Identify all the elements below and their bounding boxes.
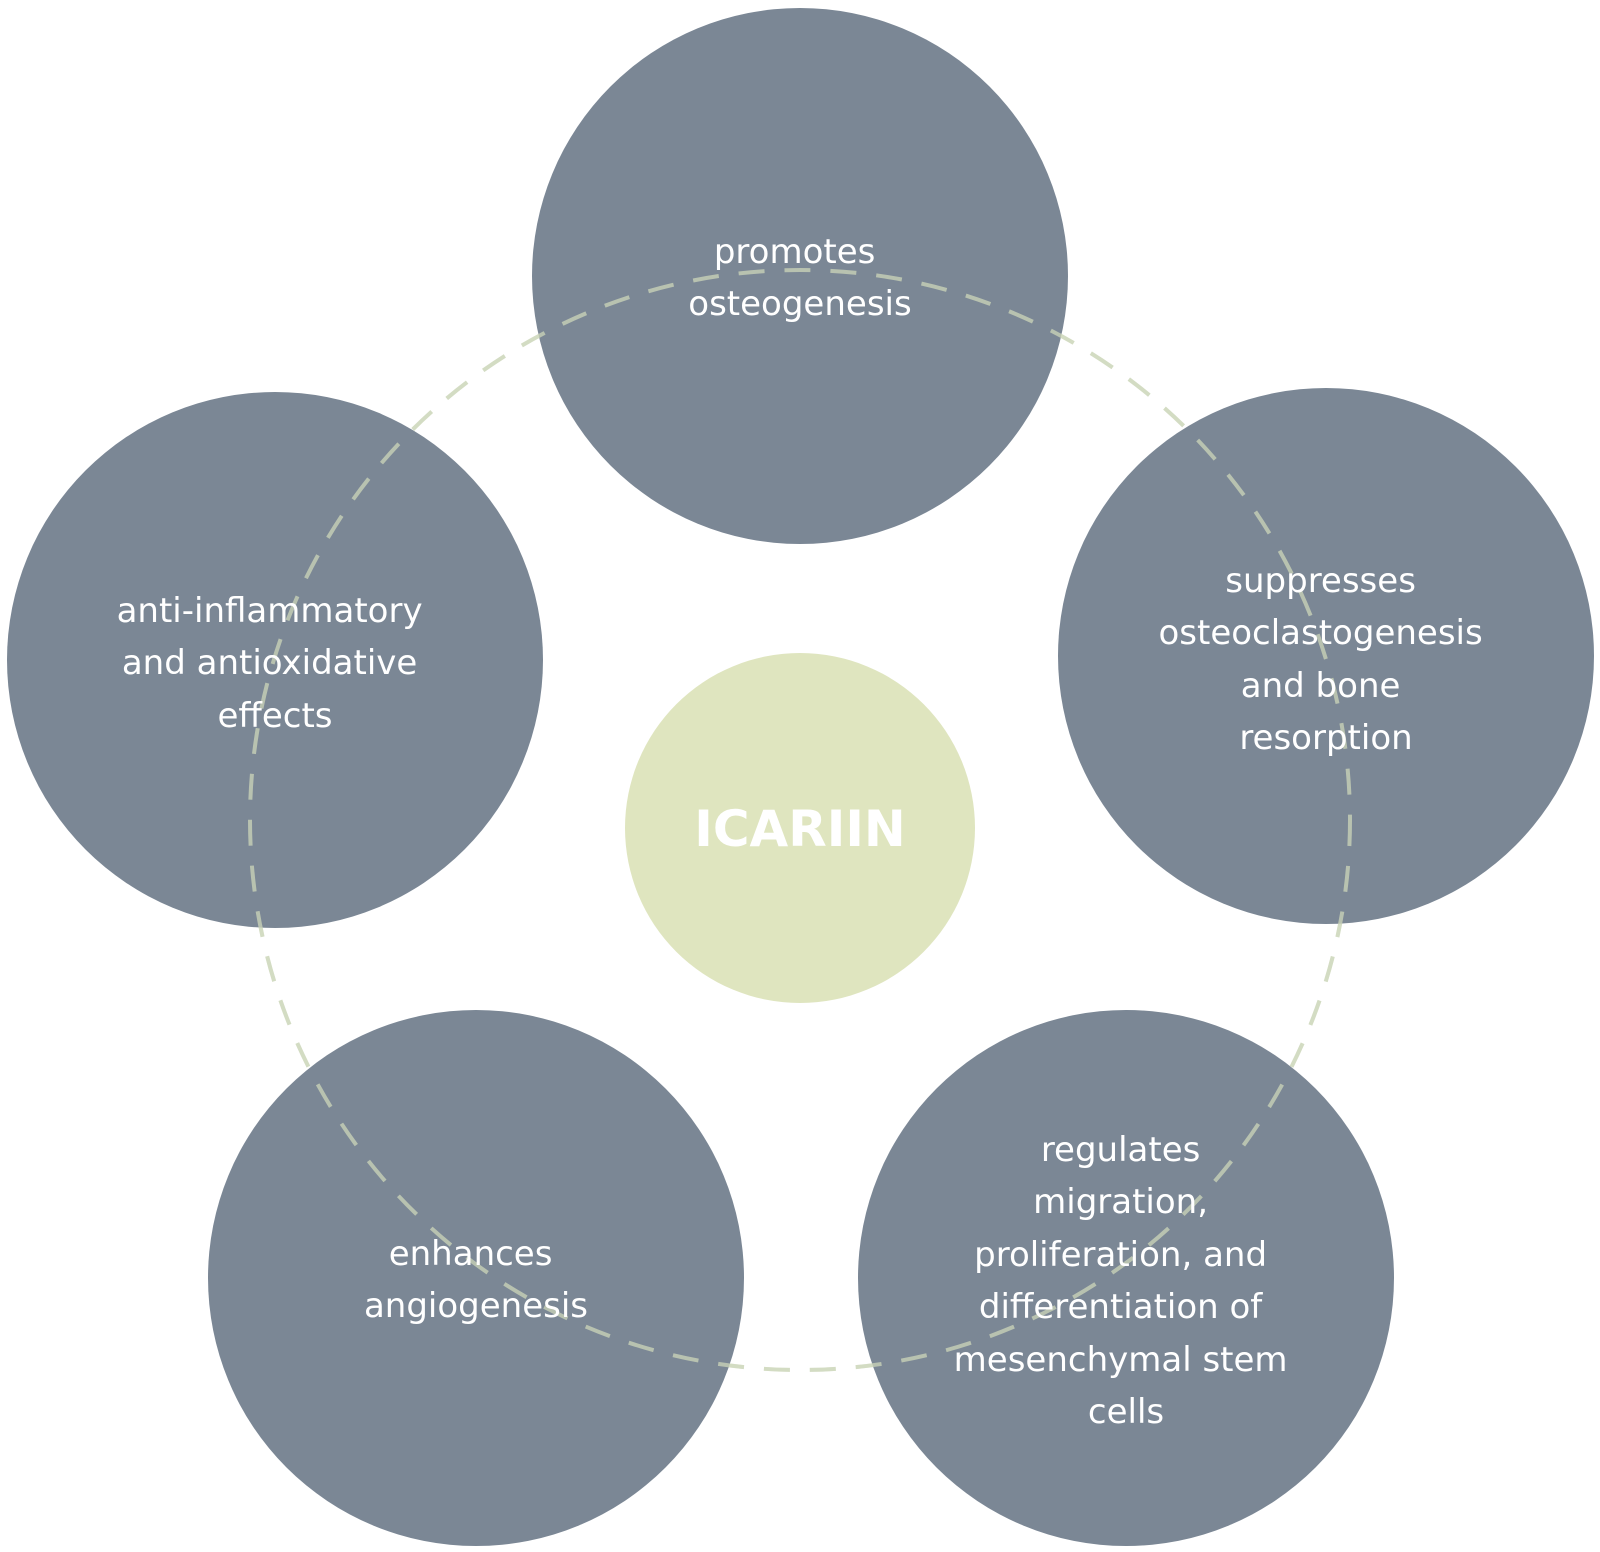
center-node-icariin: ICARIIN xyxy=(625,653,975,1003)
node-circle xyxy=(858,1010,1394,1546)
label-line: enhances xyxy=(389,1234,553,1274)
label-line: anti-inflammatory xyxy=(117,591,423,631)
connector-ring-front xyxy=(248,268,1352,1372)
label-line: effects xyxy=(218,696,333,736)
label-suppresses-osteoclastogenesis: suppresses osteoclastogenesis and bone r… xyxy=(1158,561,1493,758)
label-promotes-osteogenesis: promotes osteogenesis xyxy=(688,232,911,324)
label-line: osteogenesis xyxy=(688,284,911,324)
label-line: angiogenesis xyxy=(364,1286,588,1326)
center-label: ICARIIN xyxy=(694,800,906,858)
label-line: and bone xyxy=(1241,666,1401,706)
node-promotes-osteogenesis xyxy=(532,8,1068,544)
label-regulates-msc: regulates migration, proliferation, and … xyxy=(954,1130,1299,1432)
label-line: and antioxidative xyxy=(122,643,418,683)
label-line: regulates xyxy=(1041,1130,1201,1170)
label-anti-inflammatory: anti-inflammatory and antioxidative effe… xyxy=(117,591,434,736)
label-enhances-angiogenesis: enhances angiogenesis xyxy=(364,1234,588,1326)
node-circle xyxy=(208,1010,744,1546)
center-circle xyxy=(625,653,975,1003)
label-line: differentiation of xyxy=(979,1287,1263,1327)
label-line: resorption xyxy=(1239,718,1412,758)
label-line: promotes xyxy=(714,232,876,272)
node-enhances-angiogenesis xyxy=(208,1010,744,1546)
label-line: suppresses xyxy=(1225,561,1416,601)
label-line: mesenchymal stem xyxy=(954,1340,1288,1380)
node-circle xyxy=(532,8,1068,544)
label-line: proliferation, and xyxy=(974,1235,1267,1275)
node-regulates-msc xyxy=(858,1010,1394,1546)
label-line: migration, xyxy=(1033,1182,1208,1222)
label-line: cells xyxy=(1088,1392,1164,1432)
label-line: osteoclastogenesis xyxy=(1158,613,1482,653)
